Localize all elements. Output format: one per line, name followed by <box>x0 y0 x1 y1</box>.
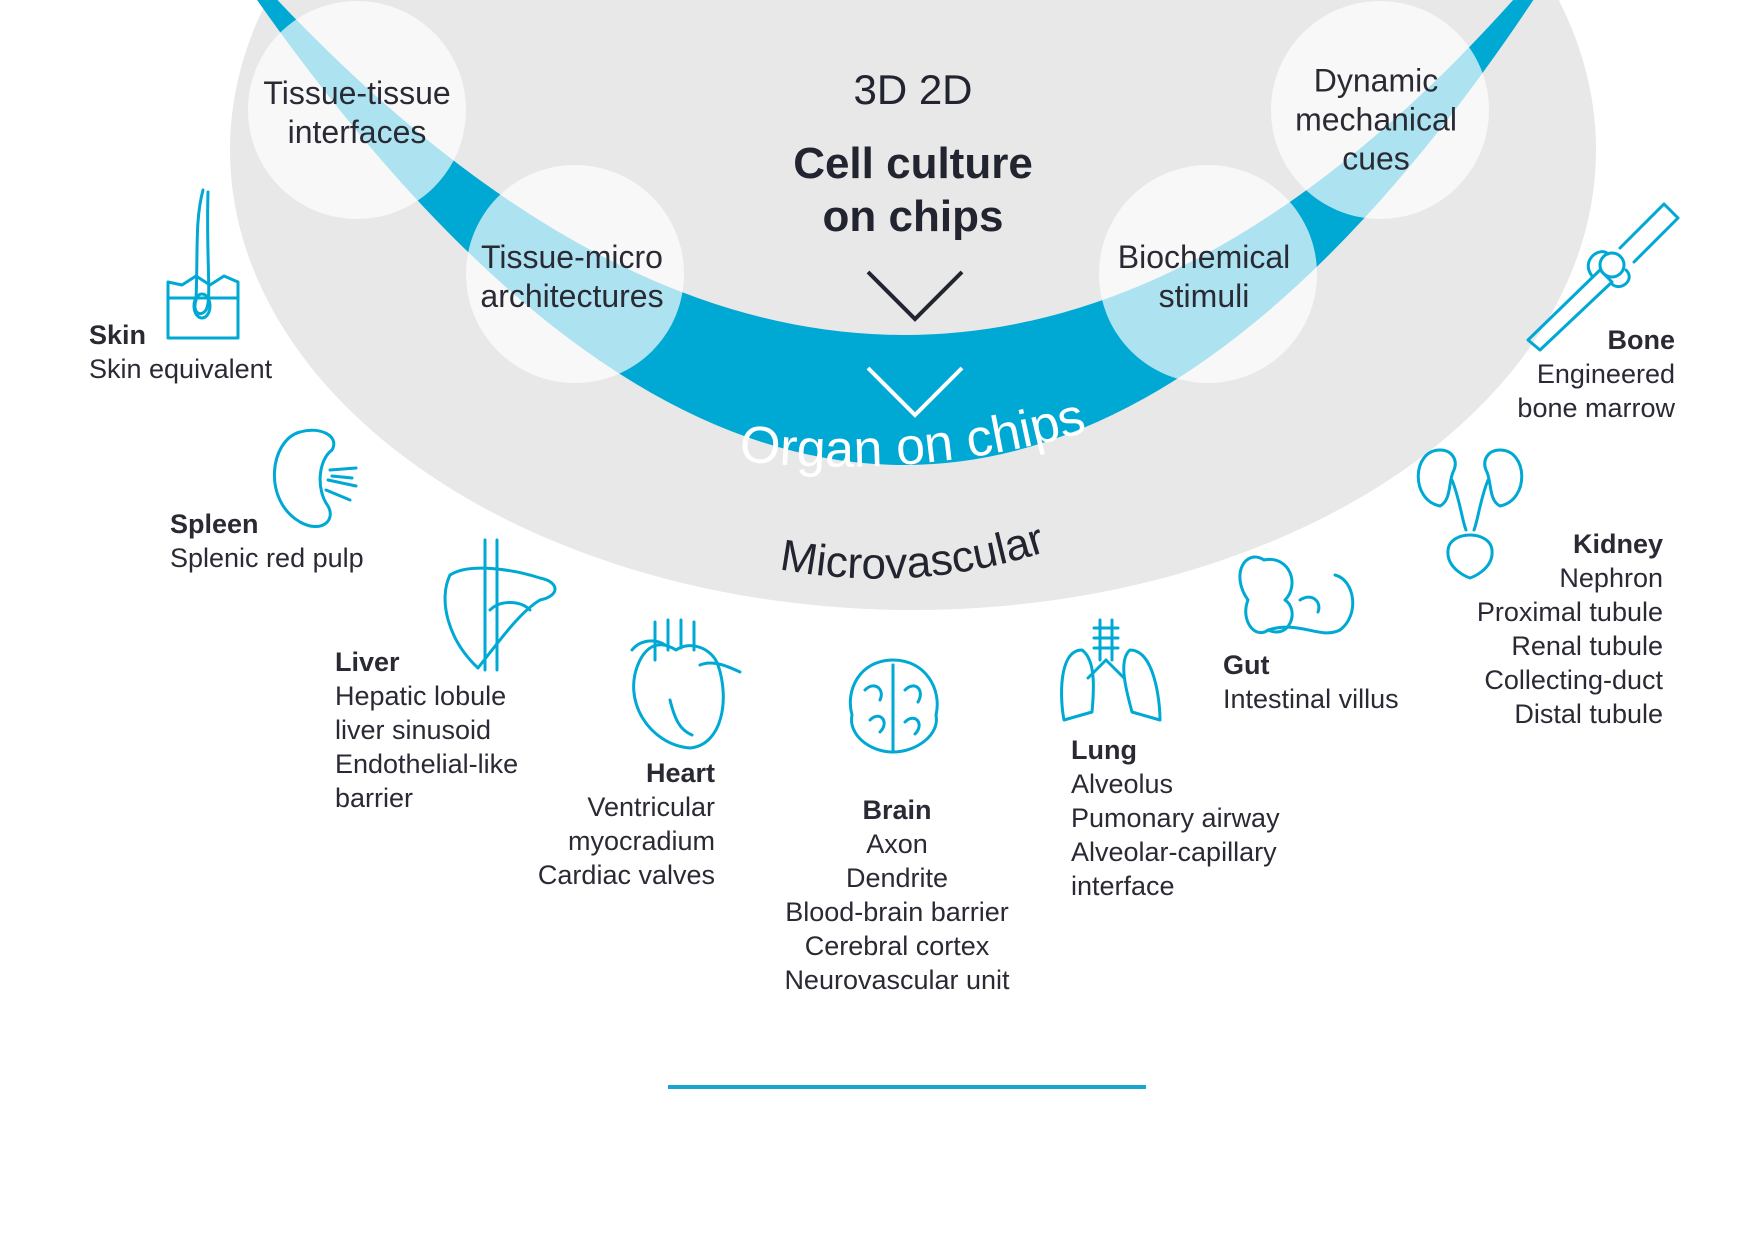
dimensions-label: 3D 2D <box>853 66 973 113</box>
organ-label-liver: Liver Hepatic lobule liver sinusoid Endo… <box>335 647 519 813</box>
organ-label-skin: Skin Skin equivalent <box>89 320 273 384</box>
organ-label-spleen: Spleen Splenic red pulp <box>170 509 364 573</box>
organ-label-heart: Heart Ventricular myocradium Cardiac val… <box>537 758 715 890</box>
feature-circle-mechanical <box>1271 1 1489 219</box>
kidney-icon <box>1416 448 1524 580</box>
organ-title: Liver <box>335 647 400 677</box>
organ-label-gut: Gut Intestinal villus <box>1223 650 1399 714</box>
feature-label-tissue-micro: Tissue-micro architectures <box>480 239 664 314</box>
organ-label-kidney: Kidney Nephron Proximal tubule Renal tub… <box>1476 529 1663 729</box>
liver-icon <box>443 538 557 672</box>
organ-title: Brain <box>862 795 932 825</box>
lungs-icon <box>1060 618 1162 722</box>
spleen-icon <box>273 428 358 529</box>
heart-icon <box>630 618 742 750</box>
organ-title: Heart <box>645 758 715 788</box>
feature-circles <box>248 1 1489 383</box>
feature-circle-tissue-interfaces <box>248 1 466 219</box>
chevron-down-icon-white <box>866 366 964 418</box>
feature-label-mechanical: Dynamic mechanical cues <box>1295 62 1457 177</box>
organ-label-brain: Brain Axon Dendrite Blood-brain barrier … <box>784 795 1010 995</box>
organ-title: Spleen <box>170 509 259 539</box>
feature-circle-biochemical <box>1099 165 1317 383</box>
skin-icon <box>166 188 240 340</box>
organ-title: Bone <box>1607 325 1676 355</box>
feature-circle-tissue-micro <box>466 165 684 383</box>
brain-icon <box>848 658 939 754</box>
center-title-line2: on chips <box>822 192 1004 241</box>
feature-label-biochemical: Biochemical stimuli <box>1117 239 1291 314</box>
chevron-down-icon <box>866 270 964 322</box>
organ-title: Skin <box>89 320 147 350</box>
gut-icon <box>1238 555 1355 635</box>
organ-title: Lung <box>1071 735 1137 765</box>
organ-title: Kidney <box>1572 529 1663 559</box>
center-title: Cell culture on chips <box>793 137 1033 243</box>
outer-grey-band <box>230 0 1596 610</box>
bone-icon <box>1526 202 1680 352</box>
organ-label-lung: Lung Alveolus Pumonary airway Alveolar-c… <box>1071 735 1280 901</box>
center-title-line1: Cell culture <box>793 139 1033 188</box>
feature-label-tissue-interfaces: Tissue-tissue interfaces <box>263 75 451 150</box>
organ-title: Gut <box>1223 650 1270 680</box>
organ-label-bone: Bone Engineered bone marrow <box>1517 325 1676 423</box>
